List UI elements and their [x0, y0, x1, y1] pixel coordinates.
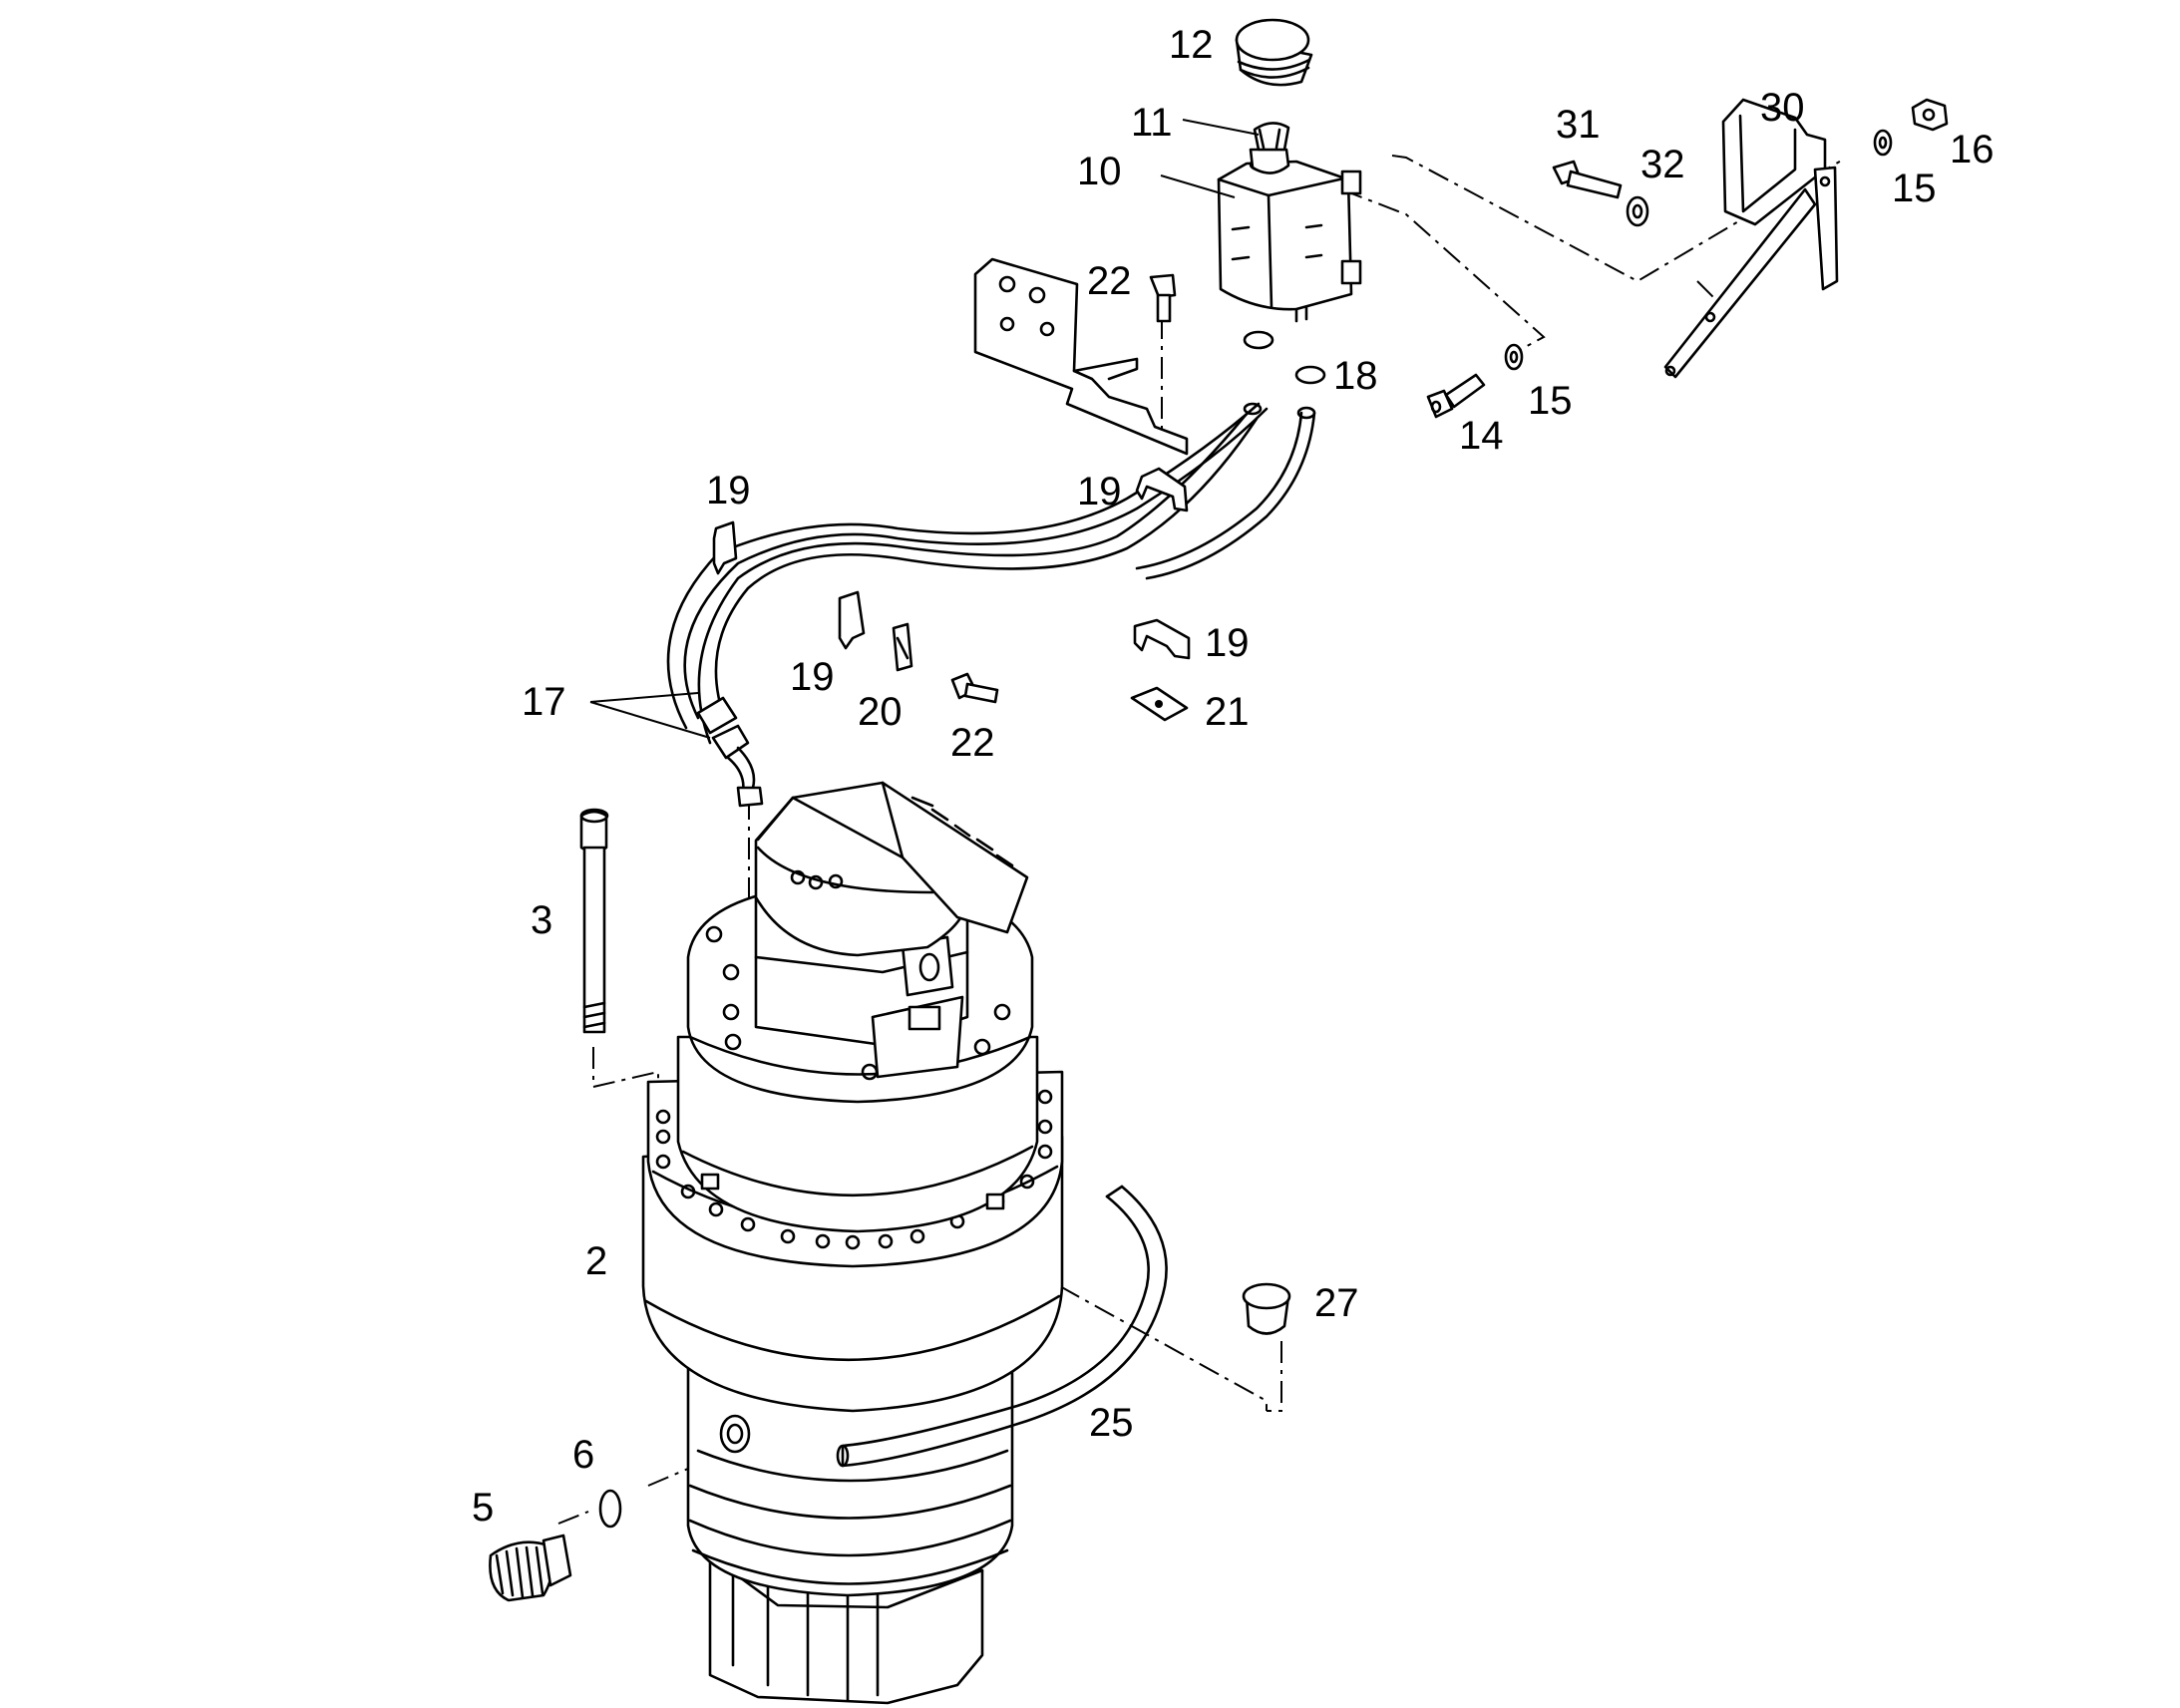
callout-11: 11: [1131, 101, 1173, 145]
callout-16: 16: [1950, 128, 1995, 171]
clip-part-21: [1130, 686, 1189, 722]
hose-part-25: [836, 1185, 1168, 1468]
callout-19-center: 19: [790, 655, 835, 699]
drive-housing-part-2: [641, 781, 1064, 1705]
callout-15-lower: 15: [1528, 379, 1573, 423]
callout-25: 25: [1089, 1401, 1134, 1445]
callout-22-upper: 22: [1087, 259, 1132, 303]
leader-lines: [589, 119, 1260, 739]
callout-6: 6: [572, 1433, 594, 1477]
plug-part-5: [489, 1534, 572, 1602]
callout-10: 10: [1077, 150, 1122, 193]
bracket-part-30: [1663, 98, 1839, 379]
hoses-part-17: [666, 402, 1316, 808]
cap-part-12: [1235, 18, 1313, 87]
callout-18: 18: [1333, 354, 1378, 398]
callout-12: 12: [1169, 23, 1214, 67]
flange-bolts: [655, 1089, 1053, 1250]
callout-31: 31: [1556, 103, 1601, 147]
fasteners: [950, 98, 1949, 704]
top-plate-bolts: [705, 925, 1011, 1081]
callout-15-upper: 15: [1892, 167, 1937, 210]
bolt-part-3: [579, 808, 609, 1034]
callout-19-top-right: 19: [1077, 470, 1122, 513]
clips-part-19: [712, 467, 1191, 660]
callout-32: 32: [1640, 143, 1685, 186]
callout-19-top-left: 19: [706, 469, 751, 512]
mounting-bracket: [973, 257, 1189, 456]
callout-5: 5: [472, 1486, 494, 1530]
callout-17: 17: [522, 680, 566, 724]
callout-22-lower: 22: [950, 721, 995, 765]
callout-3: 3: [531, 898, 552, 942]
callout-2: 2: [585, 1239, 607, 1283]
callout-19-right: 19: [1205, 621, 1250, 665]
callout-labels: 2 3 5 6 10 11 12 14 15 15 16 17 18 19 19…: [472, 23, 1995, 1530]
callout-14: 14: [1459, 414, 1504, 458]
o-ring-part-6: [598, 1489, 622, 1529]
callout-27: 27: [1314, 1281, 1359, 1325]
filler-cap-part-11: [1249, 122, 1290, 174]
callout-21: 21: [1205, 690, 1250, 734]
callout-30: 30: [1760, 86, 1805, 130]
reservoir-part-10: [1217, 160, 1362, 323]
cap-part-27: [1242, 1282, 1291, 1335]
clip-part-20: [892, 622, 913, 672]
callout-20: 20: [858, 690, 903, 734]
